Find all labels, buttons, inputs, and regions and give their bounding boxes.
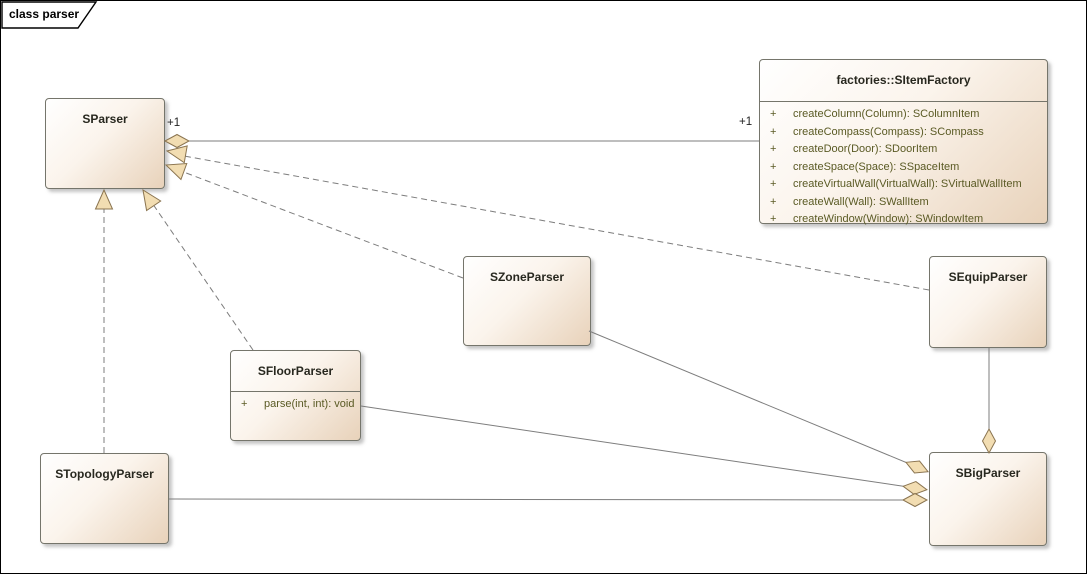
connector-sfloorparser-sparser[interactable] <box>136 185 254 351</box>
method-row[interactable]: + createWindow(Window): SWindowItem <box>760 211 1047 229</box>
method-signature: createWall(Wall): SWallItem <box>793 195 929 208</box>
class-title: SFloorParser <box>257 364 334 378</box>
realize-arrow-icon <box>142 188 162 212</box>
method-signature: createVirtualWall(VirtualWall): SVirtual… <box>793 178 1022 190</box>
connector-sequipparser-sbigparser[interactable] <box>981 348 997 455</box>
aggregation-diamond <box>901 492 929 508</box>
class-sfloorparser[interactable]: SFloorParser + parse(int, int): void <box>230 350 361 441</box>
method-row[interactable]: + createSpace(Space): SSpaceItem <box>760 159 1047 177</box>
class-title: factories::SItemFactory <box>836 73 971 87</box>
class-title: SParser <box>82 112 128 126</box>
connector-stopologyparser-sbigparser[interactable] <box>168 492 929 508</box>
method-visibility: + <box>241 398 248 410</box>
class-szoneparser[interactable]: SZoneParser <box>463 256 591 346</box>
realize-arrow-icon <box>94 188 114 210</box>
method-visibility: + <box>770 108 777 120</box>
methods-compartment: + parse(int, int): void <box>231 391 360 414</box>
aggregation-diamond <box>902 481 928 495</box>
class-sequipparser[interactable]: SEquipParser <box>929 256 1047 348</box>
class-sitemfactory[interactable]: factories::SItemFactory + createColumn(C… <box>759 59 1048 225</box>
method-signature: createDoor(Door): SDoorItem <box>793 143 938 155</box>
method-visibility: + <box>770 195 777 208</box>
method-signature: createCompass(Compass): SCompass <box>793 125 984 138</box>
method-row[interactable]: + createVirtualWall(VirtualWall): SVirtu… <box>760 176 1047 194</box>
method-row[interactable]: + createCompass(Compass): SCompass <box>760 124 1047 142</box>
class-title: SZoneParser <box>489 270 565 284</box>
method-row[interactable]: + createWall(Wall): SWallItem <box>760 194 1047 212</box>
connector-sparser-sitemfactory[interactable] <box>163 133 759 149</box>
method-visibility: + <box>770 160 777 173</box>
methods-compartment: + createColumn(Column): SColumnItem + cr… <box>760 101 1047 229</box>
method-signature: createSpace(Space): SSpaceItem <box>793 160 960 173</box>
class-stopologyparser[interactable]: STopologyParser <box>40 453 169 544</box>
connector-szoneparser-sbigparser[interactable] <box>588 330 931 478</box>
frame-tab: class parser <box>9 7 80 21</box>
method-visibility: + <box>770 125 777 138</box>
class-sparser[interactable]: SParser <box>45 98 165 189</box>
method-visibility: + <box>770 178 777 190</box>
class-title: SEquipParser <box>948 270 1028 284</box>
connector-szoneparser-sparser[interactable] <box>163 157 464 279</box>
realize-arrow-icon <box>164 162 188 181</box>
class-title: STopologyParser <box>55 467 154 481</box>
class-title: SBigParser <box>955 466 1021 480</box>
method-signature: createColumn(Column): SColumnItem <box>793 108 980 120</box>
aggregation-diamond <box>904 460 930 474</box>
method-signature: createWindow(Window): SWindowItem <box>793 213 984 225</box>
connector-sfloorparser-sbigparser[interactable] <box>360 405 928 496</box>
method-signature: parse(int, int): void <box>264 398 355 410</box>
method-row[interactable]: + createDoor(Door): SDoorItem <box>760 141 1047 159</box>
method-visibility: + <box>770 143 777 155</box>
multiplicity-label-source: +1 <box>167 117 181 129</box>
method-row[interactable]: + createColumn(Column): SColumnItem <box>760 106 1047 124</box>
connector-stopologyparser-sparser[interactable] <box>94 188 114 453</box>
method-visibility: + <box>770 213 777 225</box>
class-sbigparser[interactable]: SBigParser <box>929 452 1047 546</box>
multiplicity-label-target: +1 <box>739 116 753 128</box>
aggregation-diamond <box>163 133 191 149</box>
realize-arrow-icon <box>165 145 188 164</box>
method-row[interactable]: + parse(int, int): void <box>231 396 360 414</box>
aggregation-diamond <box>981 427 997 455</box>
